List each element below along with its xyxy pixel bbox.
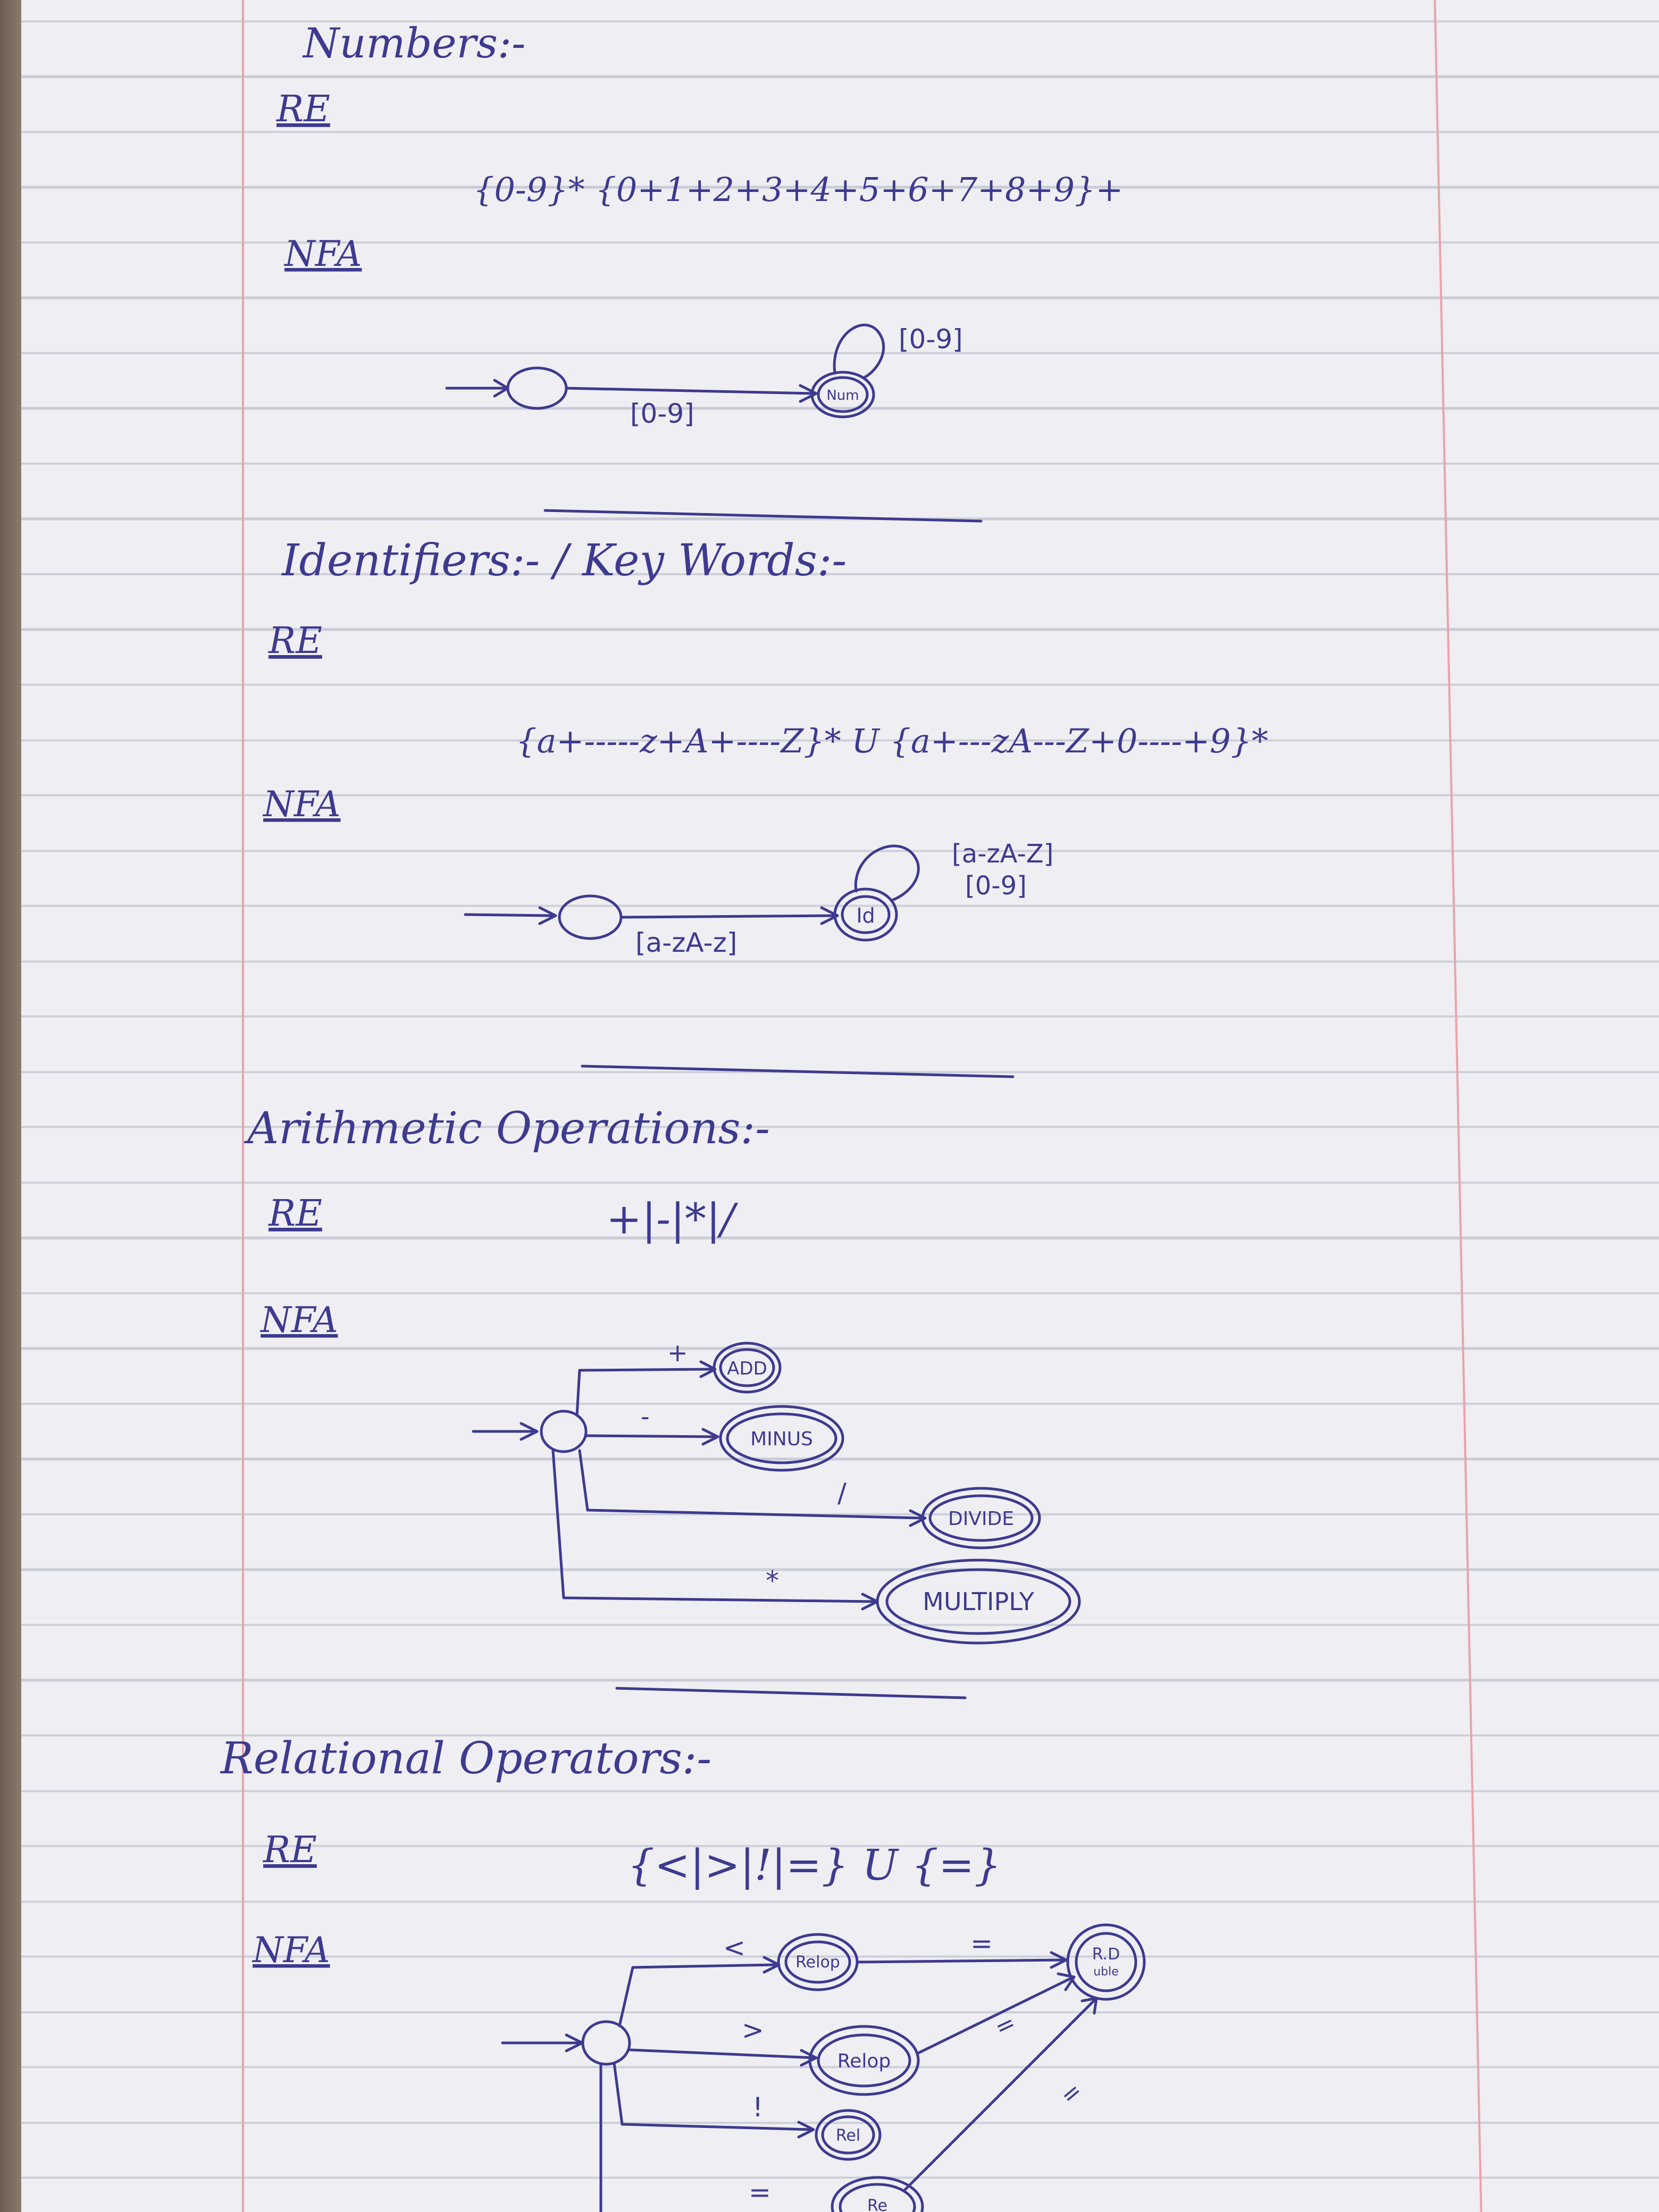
- edge-not: [613, 2062, 812, 2131]
- loop-label-1: [a-zA-Z]: [952, 839, 1053, 869]
- edge-label-multiply: *: [766, 1565, 779, 1596]
- edge-label: [a-zA-z]: [635, 927, 737, 958]
- section-heading: Arithmetic Operations:-: [244, 1103, 770, 1154]
- state-minus-outer: [719, 1405, 844, 1472]
- state-divide-label: DIVIDE: [948, 1508, 1014, 1530]
- loop-label: [0-9]: [899, 324, 963, 355]
- state-3-inner: [821, 2115, 875, 2155]
- edge-1-final: [856, 1958, 1065, 1964]
- accept-state-outer: [833, 887, 898, 942]
- section-numbers: Numbers:- RE {0-9}* {0+1+2+3+4+5+6+7+8+9…: [275, 20, 1123, 523]
- edge-4-final: [902, 1998, 1097, 2192]
- final-state-label-2: uble: [1093, 1965, 1119, 1979]
- edge-label-1-final: =: [970, 1928, 993, 1959]
- edge-label-gt: >: [742, 2015, 764, 2046]
- state-add-outer: [713, 1342, 782, 1394]
- re-label: RE: [275, 88, 330, 130]
- edge-label-2-final: =: [991, 2009, 1020, 2042]
- nfa-diagram: < Relop > Relop ! Rel =: [501, 1923, 1146, 2212]
- nfa-label: NFA: [252, 1930, 330, 1971]
- state-3-label: Rel: [836, 2126, 860, 2145]
- start-state: [506, 366, 568, 410]
- section-relational: Relational Operators:- RE {<|>|!|=} U {=…: [220, 1733, 1146, 2212]
- section-heading: Numbers:-: [302, 20, 526, 68]
- re-expression: {0-9}* {0+1+2+3+4+5+6+7+8+9}+: [473, 170, 1123, 209]
- section-arithmetic: Arithmetic Operations:- RE +|-|*|/ NFA +…: [244, 1103, 1081, 1699]
- section-divider: [543, 509, 983, 523]
- final-state-label-1: R.D: [1092, 1945, 1120, 1964]
- state-divide-outer: [921, 1487, 1041, 1549]
- final-state-outer: [1066, 1923, 1146, 2001]
- section-divider: [615, 1687, 967, 1699]
- edge-minus: [584, 1434, 717, 1438]
- edge-label-eq: =: [749, 2177, 771, 2208]
- re-label: RE: [267, 620, 322, 662]
- edge-lt: [618, 1963, 778, 2027]
- state-minus-label: MINUS: [750, 1428, 813, 1450]
- section-identifiers: Identifiers:- / Key Words:- RE {a+-----z…: [262, 535, 1268, 1078]
- notebook-page: [21, 0, 1659, 2212]
- accept-state-outer: [810, 371, 875, 418]
- state-3-outer: [815, 2109, 882, 2161]
- edge-label: [0-9]: [630, 398, 694, 429]
- section-divider: [581, 1065, 1015, 1078]
- state-divide-inner: [928, 1494, 1034, 1542]
- state-2-label: Relop: [837, 2050, 891, 2072]
- start-arrow: [464, 913, 555, 917]
- edge-label-lt: <: [723, 1932, 745, 1963]
- self-loop: [854, 844, 920, 901]
- state-multiply-inner: [885, 1568, 1071, 1635]
- state-minus-inner: [726, 1412, 837, 1464]
- state-add-inner: [719, 1348, 775, 1387]
- nfa-diagram: Num [0-9] [0-9]: [445, 323, 963, 429]
- nfa-label: NFA: [283, 233, 362, 274]
- state-2-outer: [808, 2025, 920, 2096]
- state-label: Num: [826, 388, 859, 404]
- edge-2-final: [916, 1976, 1073, 2055]
- nfa-label: NFA: [262, 784, 340, 825]
- accept-state-inner: [817, 376, 869, 413]
- state-4-inner: [839, 2183, 916, 2212]
- state-4-outer: [831, 2176, 924, 2212]
- accept-state-inner: [841, 895, 891, 934]
- left-margin-line: [242, 0, 244, 2212]
- state-multiply-label: MULTIPLY: [923, 1587, 1035, 1616]
- self-loop: [833, 323, 885, 379]
- state-4-label: Re: [867, 2197, 887, 2212]
- loop-label-2: [0-9]: [965, 871, 1027, 901]
- state-multiply-outer: [876, 1559, 1081, 1645]
- start-state: [581, 2020, 631, 2066]
- edge-label-divide: /: [837, 1478, 847, 1509]
- section-heading: Relational Operators:-: [220, 1733, 711, 1784]
- re-expression: {a+-----z+A+----Z}* U {a+---zA---Z+0----…: [516, 722, 1268, 760]
- state-1-inner: [784, 1940, 851, 1984]
- re-expression: +|-|*|/: [606, 1194, 739, 1244]
- transition-edge: [565, 387, 815, 395]
- final-state-inner: [1075, 1932, 1137, 1992]
- nfa-diagram: Id [a-zA-Z] [0-9] [a-zA-z]: [464, 839, 1053, 958]
- edge-label-not: !: [752, 2092, 763, 2123]
- re-expression: {<|>|!|=} U {=}: [627, 1840, 1001, 1890]
- edge-label-add: +: [667, 1338, 688, 1367]
- edge-divide: [578, 1449, 924, 1520]
- edge-label-minus: -: [641, 1402, 650, 1431]
- state-1-label: Relop: [795, 1953, 840, 1972]
- edge-gt: [628, 2048, 815, 2059]
- start-state: [558, 894, 623, 940]
- state-add-label: ADD: [727, 1358, 767, 1379]
- state-label: Id: [856, 904, 875, 927]
- transition-edge: [619, 914, 836, 919]
- re-label: RE: [262, 1829, 317, 1871]
- nfa-diagram: + ADD - MINUS / DIVIDE: [472, 1338, 1081, 1645]
- edge-multiply: [551, 1449, 876, 1603]
- start-state: [540, 1410, 588, 1453]
- section-heading: Identifiers:- / Key Words:-: [281, 535, 847, 586]
- edge-label-4-final: =: [1055, 2077, 1087, 2110]
- state-2-inner: [817, 2033, 911, 2088]
- nfa-label: NFA: [259, 1300, 338, 1340]
- edge-add: [575, 1368, 714, 1417]
- re-label: RE: [267, 1193, 322, 1235]
